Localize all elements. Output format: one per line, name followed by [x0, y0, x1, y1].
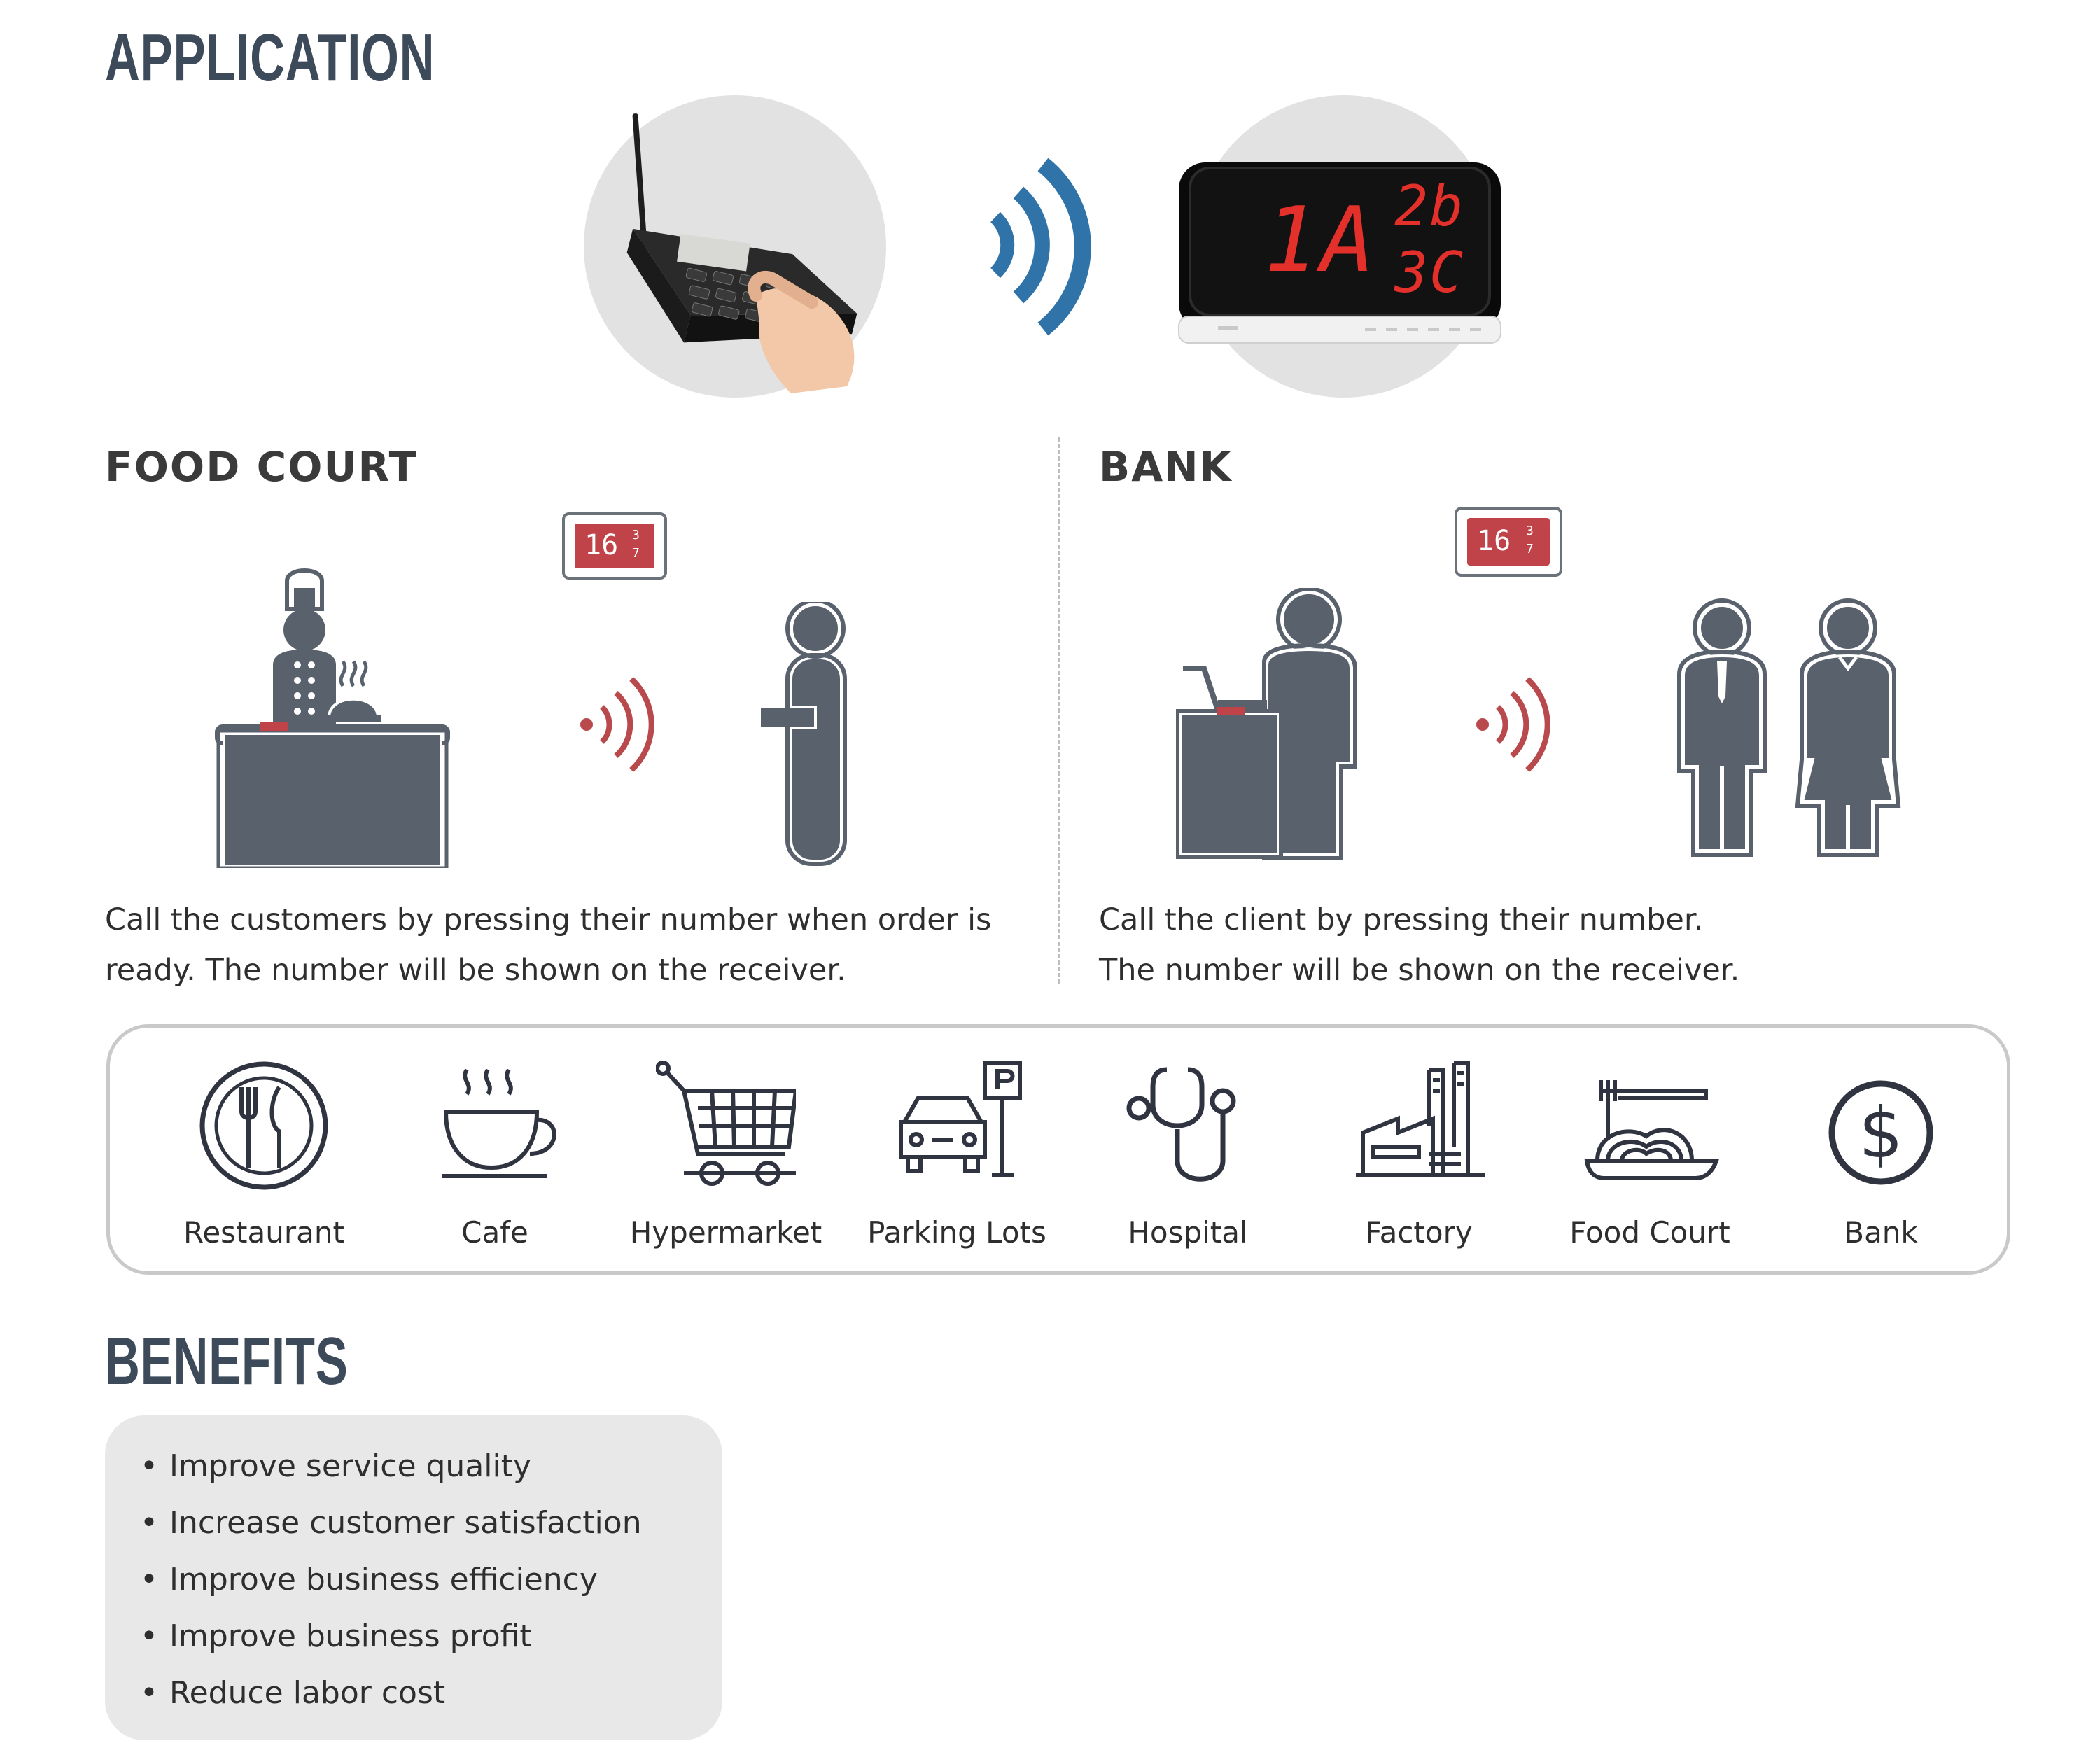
- app-hypermarket: Hypermarket: [614, 1028, 838, 1271]
- wireless-signal-icon: [990, 158, 1091, 336]
- applications-panel: Restaurant Cafe Hypermarket: [106, 1024, 2010, 1275]
- receiver-top-number: 2b: [1394, 174, 1465, 239]
- stethoscope-icon: [1126, 1067, 1236, 1182]
- bank-description: Call the client by pressing their number…: [1099, 895, 2009, 995]
- benefit-item: Increase customer satisfaction: [140, 1494, 722, 1551]
- app-label: Hypermarket: [629, 1215, 822, 1250]
- benefits-panel: Improve service quality Increase custome…: [105, 1415, 722, 1740]
- factory-icon: [1356, 1060, 1485, 1177]
- food-court-description-line2: ready. The number will be shown on the r…: [105, 953, 846, 988]
- food-court-pager-icon: 16 3 7: [562, 512, 667, 580]
- app-hospital: Hospital: [1076, 1028, 1300, 1271]
- app-cafe: Cafe: [383, 1028, 607, 1271]
- food-court-title: FOOD COURT: [105, 443, 419, 491]
- food-court-pager-number: 16: [584, 529, 619, 561]
- chef-counter-icon: [215, 568, 450, 868]
- app-label: Restaurant: [183, 1215, 344, 1250]
- customer-standing-icon: [758, 602, 847, 866]
- application-heading: APPLICATION: [105, 20, 435, 95]
- app-restaurant: Restaurant: [152, 1028, 376, 1271]
- app-factory: Factory: [1307, 1028, 1531, 1271]
- receiver-display-image: [1178, 95, 1502, 398]
- transmitter-keypad-image: [584, 95, 886, 398]
- app-parking-lots: Parking Lots: [845, 1028, 1069, 1271]
- food-court-pager-small-top: 3: [632, 528, 640, 542]
- bank-title: BANK: [1099, 443, 1233, 491]
- food-court-pager-small-bottom: 7: [632, 546, 640, 561]
- app-label: Parking Lots: [867, 1215, 1046, 1250]
- app-bank: $ Bank: [1769, 1028, 1993, 1271]
- bank-pager-number: 16: [1477, 525, 1511, 557]
- female-client-icon: [1795, 598, 1901, 857]
- app-label: Food Court: [1569, 1215, 1730, 1250]
- app-label: Bank: [1844, 1215, 1918, 1250]
- bank-description-line2: The number will be shown on the receiver…: [1099, 953, 1740, 988]
- food-court-description-line1: Call the customers by pressing their num…: [105, 902, 992, 937]
- dollar-coin-icon: $: [1828, 1080, 1933, 1185]
- benefit-item: Improve service quality: [140, 1438, 722, 1494]
- benefit-item: Reduce labor cost: [140, 1665, 722, 1721]
- bank-pager-small-bottom: 7: [1526, 542, 1534, 556]
- shopping-cart-icon: [656, 1060, 796, 1186]
- benefit-item: Improve business efficiency: [140, 1551, 722, 1608]
- food-court-signal-icon: [580, 677, 654, 772]
- benefits-list: Improve service quality Increase custome…: [140, 1438, 722, 1721]
- bank-pager-small-top: 3: [1526, 524, 1534, 538]
- benefit-item: Improve business profit: [140, 1608, 722, 1665]
- app-label: Hospital: [1128, 1215, 1248, 1250]
- noodle-bowl-icon: [1584, 1080, 1720, 1180]
- restaurant-plate-icon: [200, 1061, 328, 1190]
- car-parking-icon: [899, 1060, 1022, 1177]
- app-label: Factory: [1365, 1215, 1473, 1250]
- bank-teller-icon: [1176, 588, 1357, 860]
- bank-pager-icon: 16 3 7: [1455, 507, 1562, 577]
- svg-text:$: $: [1858, 1092, 1903, 1174]
- app-food-court: Food Court: [1538, 1028, 1762, 1271]
- bank-signal-icon: [1476, 677, 1550, 772]
- male-client-icon: [1677, 598, 1767, 857]
- section-divider: [1058, 438, 1060, 983]
- coffee-cup-icon: [442, 1068, 556, 1178]
- receiver-main-number: 1A: [1264, 188, 1378, 293]
- bank-description-line1: Call the client by pressing their number…: [1099, 902, 1704, 937]
- app-label: Cafe: [461, 1215, 528, 1250]
- benefits-heading: BENEFITS: [105, 1324, 349, 1399]
- receiver-bottom-number: 3C: [1394, 240, 1465, 305]
- food-court-description: Call the customers by pressing their num…: [105, 895, 1036, 995]
